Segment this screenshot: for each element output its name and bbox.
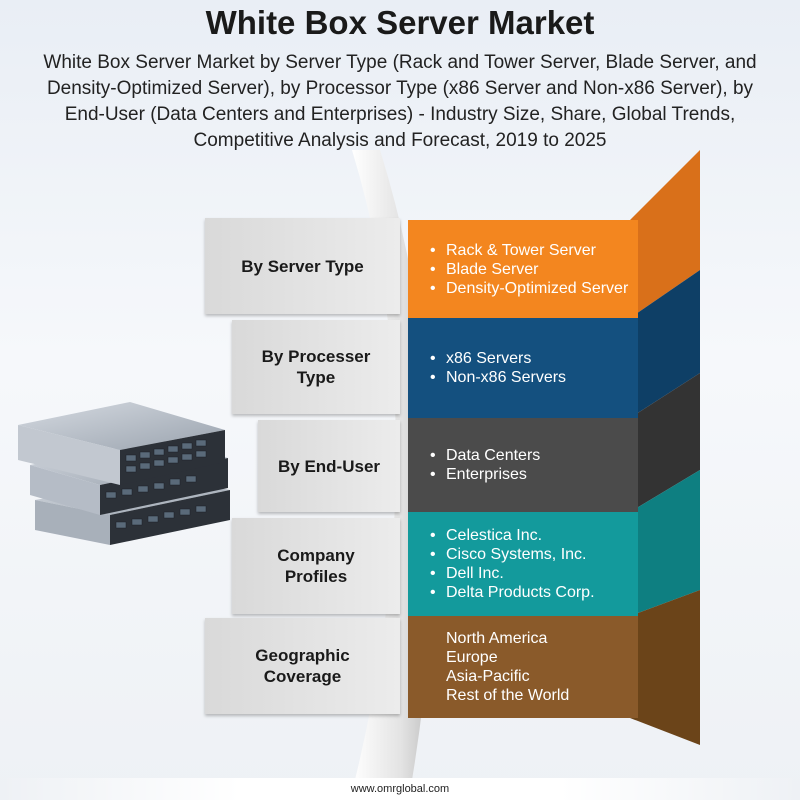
list-item: Dell Inc. — [428, 564, 595, 583]
band-geographic-coverage: North America Europe Asia-Pacific Rest o… — [408, 616, 638, 718]
label-end-user: By End-User — [258, 420, 400, 512]
label-text: By Server Type — [241, 256, 364, 276]
list-item: Asia-Pacific — [446, 668, 530, 685]
list-item: Density-Optimized Server — [428, 279, 628, 298]
band-processor-type: x86 Servers Non-x86 Servers — [408, 318, 638, 418]
label-text: Company Profiles — [277, 546, 355, 586]
label-text: By End-User — [277, 456, 381, 476]
server-stack-image — [18, 402, 230, 545]
list-item: Enterprises — [428, 465, 540, 484]
band-server-type: Rack & Tower Server Blade Server Density… — [408, 220, 638, 318]
label-text: By Processer Type — [261, 347, 371, 387]
band-company-profiles: Celestica Inc. Cisco Systems, Inc. Dell … — [408, 512, 638, 616]
list-item: Europe — [446, 649, 498, 666]
page-subtitle: White Box Server Market by Server Type (… — [43, 52, 757, 151]
list-item: Rest of the World — [446, 687, 570, 704]
footer-url[interactable]: www.omrglobal.com — [0, 778, 800, 800]
list-item: Non-x86 Servers — [428, 368, 566, 387]
label-geographic-coverage: Geographic Coverage — [205, 618, 400, 714]
label-server-type: By Server Type — [205, 218, 400, 314]
list-item: Cisco Systems, Inc. — [428, 545, 595, 564]
list-item: Rack & Tower Server — [428, 241, 628, 260]
list-item: Delta Products Corp. — [428, 583, 595, 602]
list-item: North America — [446, 630, 548, 647]
page-title: White Box Server Market — [205, 4, 595, 41]
list-item: x86 Servers — [428, 349, 566, 368]
label-processor-type: By Processer Type — [232, 320, 400, 414]
list-item: Blade Server — [428, 260, 628, 279]
band-tails — [630, 150, 700, 745]
list-item: Celestica Inc. — [428, 526, 595, 545]
label-text: Geographic Coverage — [255, 646, 350, 686]
list-item: Data Centers — [428, 446, 540, 465]
band-end-user: Data Centers Enterprises — [408, 418, 638, 512]
label-company-profiles: Company Profiles — [232, 518, 400, 614]
